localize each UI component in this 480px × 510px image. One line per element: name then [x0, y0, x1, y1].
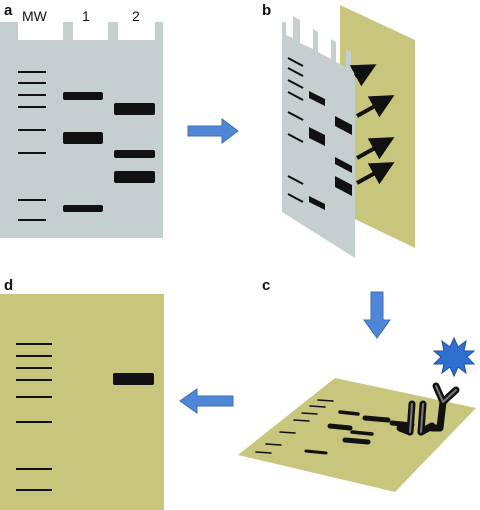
ladder-band [287, 133, 304, 143]
lane1-band [304, 449, 328, 455]
lane1-band [309, 91, 325, 106]
lane1-band [327, 423, 353, 431]
antibody-icon [396, 382, 460, 436]
lane2-band [335, 176, 352, 196]
gel-icon [0, 22, 163, 238]
lane-label-1: 1 [82, 8, 90, 24]
panel-label-d: d [4, 277, 14, 294]
star-icon [432, 336, 476, 378]
ladder-band [287, 111, 304, 121]
arrow-down-icon [363, 291, 391, 339]
ladder-band [265, 443, 282, 446]
arrow-left-icon [179, 388, 234, 414]
mw-ladder [287, 57, 304, 203]
ladder-band [287, 91, 304, 101]
ladder-band [293, 419, 310, 422]
ladder-band [287, 79, 304, 89]
membrane-bands [255, 399, 391, 455]
ladder-band [287, 57, 304, 67]
gel-panel-a [0, 22, 163, 238]
ladder-band [317, 399, 334, 402]
transfer-arrow [356, 95, 395, 118]
lane2-band [114, 171, 155, 183]
transfer-arrows [349, 64, 395, 185]
lane-label-mw: MW [22, 8, 47, 24]
ladder-band [287, 193, 304, 203]
membrane-panel-d [0, 294, 164, 510]
detected-band [113, 373, 154, 385]
lane2-band [350, 430, 374, 436]
lane2-band [114, 150, 155, 158]
lane1-band [309, 127, 325, 146]
lane1-band [63, 132, 103, 144]
transfer-panel-b [282, 5, 415, 258]
lane2-band [335, 157, 352, 173]
ladder-band [309, 405, 326, 408]
lane1-band [63, 205, 103, 212]
ladder-band [301, 412, 318, 415]
ladder-band [255, 451, 272, 454]
lane1-band [338, 410, 360, 416]
detection-panel-c [238, 336, 476, 492]
lane1-band [63, 92, 103, 100]
transfer-arrow [356, 162, 395, 185]
membrane-icon [0, 294, 164, 510]
transfer-arrow [349, 64, 377, 87]
lane2-band [342, 437, 371, 445]
ladder-band [279, 431, 296, 434]
membrane-icon [238, 378, 476, 492]
lane-label-2: 2 [132, 8, 140, 24]
arrow-right-icon [187, 118, 239, 144]
panel-label-c: c [262, 277, 271, 294]
panel-label-a: a [4, 2, 13, 19]
lane2-band [362, 415, 391, 423]
ladder-band [287, 175, 304, 185]
mw-ladder [18, 71, 46, 221]
lane2-band [114, 103, 155, 115]
ladder-band [287, 67, 304, 77]
mw-ladder [16, 343, 52, 491]
transfer-bands [309, 91, 352, 210]
lane2-band [335, 116, 352, 135]
transfer-arrow [356, 137, 395, 160]
lane1-band [309, 196, 325, 210]
panel-label-b: b [262, 2, 272, 19]
